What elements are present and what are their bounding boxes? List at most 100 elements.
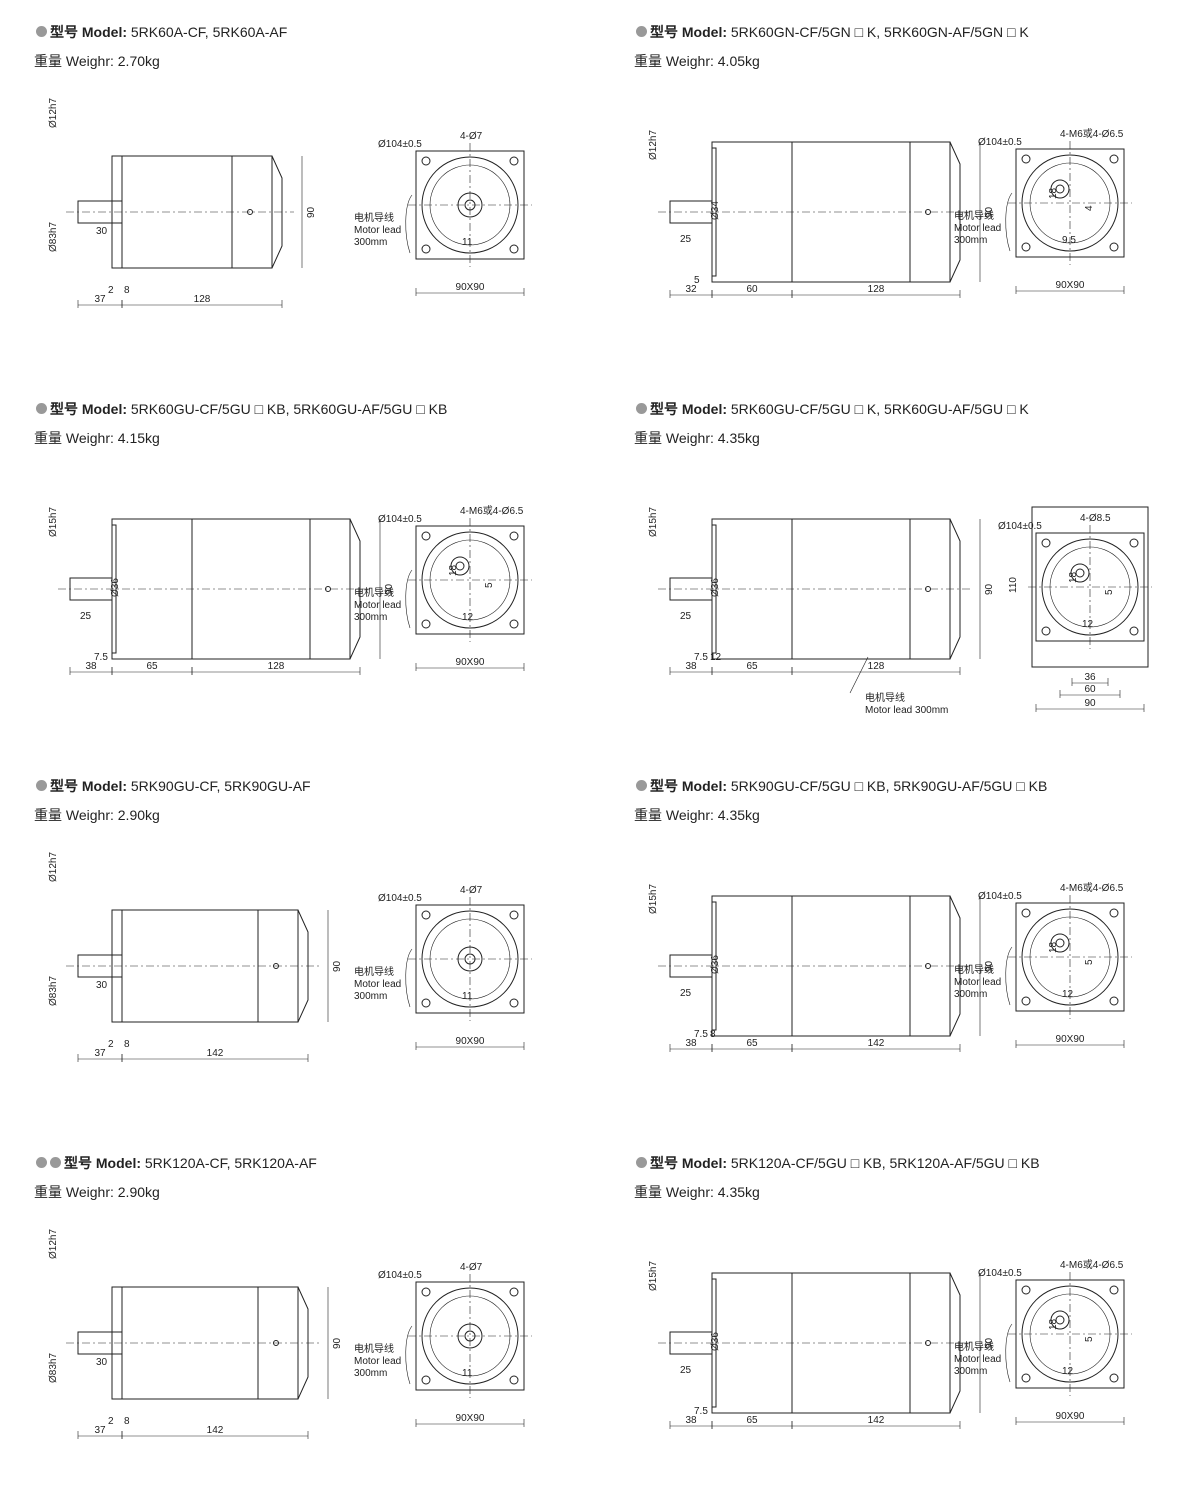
front-housing-circle (1021, 1285, 1119, 1383)
weight-line: 重量 Weighr: 4.35kg (634, 807, 760, 823)
gearbox-length-label: 65 (746, 1415, 758, 1426)
mount-hole-icon (509, 910, 519, 920)
shaft-diameter-label: Ø15h7 (648, 1261, 659, 1291)
hub-diameter-label: Ø36 (710, 578, 721, 597)
drawing-panel-6: 型号 Model: 5RK90GU-CF/5GU □ KB, 5RK90GU-A… (600, 754, 1200, 1125)
motor-lead-label-en: Motor lead (354, 600, 401, 611)
weight-line: 重量 Weighr: 4.35kg (634, 1184, 760, 1200)
drawing-panel-7: 型号 Model: 5RK120A-CF, 5RK120A-AF 重量 Weig… (0, 1131, 600, 1502)
model-number: 5RK90GU-CF/5GU □ KB, 5RK90GU-AF/5GU □ KB (730, 778, 1048, 794)
body-height-label: 90 (384, 583, 395, 595)
mount-holes-label: 4-M6或4-Ø6.5 (460, 505, 524, 517)
shaft-key-icon (1055, 1315, 1065, 1325)
hub-diameter-label: Ø36 (710, 1332, 721, 1351)
key-height-label: 4 (1084, 205, 1095, 211)
flange-offset-label: 8 (124, 285, 130, 296)
shaft-length-label: 37 (94, 1425, 106, 1436)
key-width-label: 12 (1082, 619, 1094, 630)
bullet-dot-icon (36, 403, 47, 414)
front-housing-circle (1021, 908, 1119, 1006)
mount-hole-icon (1109, 242, 1119, 252)
front-housing-circle (421, 1287, 519, 1385)
mount-hole-icon (1021, 1285, 1031, 1295)
front-size-label: 90X90 (1056, 1034, 1085, 1045)
mount-holes-label: 4-M6或4-Ø6.5 (1060, 128, 1124, 140)
shaft-diameter-label: Ø12h7 (48, 1229, 59, 1259)
shaft-key-length-label: 30 (96, 1357, 108, 1368)
motor-lead-length-label: 300mm (354, 991, 387, 1002)
screw-icon (273, 963, 279, 969)
hub-diameter-label: Ø36 (710, 955, 721, 974)
shaft-length-label: 32 (685, 284, 697, 295)
flange-diameter-label: Ø104±0.5 (978, 137, 1022, 148)
key-width-label: 12 (1062, 989, 1074, 1000)
key-depth-label: 18 (1048, 187, 1059, 199)
output-shaft-circle (1070, 563, 1090, 583)
front-size-label: 90X90 (456, 1036, 485, 1047)
flange-thickness-label: 5 (694, 275, 700, 286)
mount-hole-icon (1109, 1373, 1119, 1383)
front-housing-circle (1041, 538, 1139, 636)
bullet-dot-icon (636, 1157, 647, 1168)
flange-thickness-label: 2 (108, 1039, 114, 1050)
mount-hole-icon (421, 531, 431, 541)
shaft-length-label: 38 (85, 661, 97, 672)
model-number: 5RK60GN-CF/5GN □ K, 5RK60GN-AF/5GN □ K (730, 24, 1029, 40)
shaft-diameter-label: Ø15h7 (48, 507, 59, 537)
mount-hole-icon (421, 619, 431, 629)
front-housing-circle (421, 910, 519, 1008)
flange-diameter-label: Ø104±0.5 (378, 514, 422, 525)
shaft-length-label: 38 (685, 661, 697, 672)
motor-lead-label-en: Motor lead (354, 1356, 401, 1367)
plate-height-label: 110 (1008, 577, 1019, 593)
front-size-label: 90X90 (1056, 280, 1085, 291)
key-height-label: 5 (1084, 1336, 1095, 1342)
key-depth-label: 18 (448, 564, 459, 576)
mount-holes-label: 4-Ø7 (460, 885, 483, 896)
motor-lead-length-label: 300mm (354, 1368, 387, 1379)
bullet-dot-icon (36, 26, 47, 37)
motor-lead-label-cn: 电机导线 (354, 1342, 394, 1355)
motor-lead-label-en: Motor lead (954, 1354, 1001, 1365)
front-housing-circle (1021, 154, 1119, 252)
model-number: 5RK120A-CF, 5RK120A-AF (144, 1155, 317, 1171)
motor-lead-label-en: Motor lead (954, 223, 1001, 234)
motor-length-label: 128 (194, 294, 211, 305)
mount-holes-label: 4-Ø7 (460, 1262, 483, 1273)
key-width-label: 11 (462, 1368, 473, 1379)
weight-value: 4.15kg (117, 430, 160, 446)
motor-lead-label-en: Motor lead (354, 225, 401, 236)
flange-diameter-label: Ø104±0.5 (378, 139, 422, 150)
bullet-dot-icon (636, 26, 647, 37)
model-heading: 型号 Model: 5RK120A-CF/5GU □ KB, 5RK120A-A… (636, 1153, 1040, 1173)
model-heading: 型号 Model: 5RK60GN-CF/5GN □ K, 5RK60GN-AF… (636, 22, 1029, 42)
shaft-length-label: 37 (94, 294, 106, 305)
flange-thickness-label: 2 (108, 285, 114, 296)
shaft-diameter-label: Ø12h7 (48, 98, 59, 128)
shaft-key-icon (1075, 568, 1085, 578)
body-height-label: 90 (332, 1337, 343, 1349)
drawing-panel-2: 型号 Model: 5RK60GN-CF/5GN □ K, 5RK60GN-AF… (600, 0, 1200, 371)
mount-hole-icon (421, 998, 431, 1008)
mount-hole-icon (509, 156, 519, 166)
weight-value: 4.05kg (717, 53, 760, 69)
motor-lead-wire (405, 1325, 413, 1385)
model-number: 5RK60A-CF, 5RK60A-AF (130, 24, 288, 40)
mount-hole-icon (421, 156, 431, 166)
motor-lead-label-cn: 电机导线 (954, 963, 994, 976)
shaft-key-icon (455, 561, 465, 571)
pilot-diameter-label: Ø83h7 (48, 222, 59, 252)
bullet-dot-icon (636, 403, 647, 414)
mount-hole-icon (421, 910, 431, 920)
shaft-diameter-label: Ø15h7 (648, 507, 659, 537)
weight-line: 重量 Weighr: 4.15kg (34, 430, 160, 446)
drawing-panel-5: 型号 Model: 5RK90GU-CF, 5RK90GU-AF 重量 Weig… (0, 754, 600, 1125)
weight-line: 重量 Weighr: 4.05kg (634, 53, 760, 69)
flange-offset-label: 8 (124, 1416, 130, 1427)
body-height-label: 90 (306, 206, 317, 218)
